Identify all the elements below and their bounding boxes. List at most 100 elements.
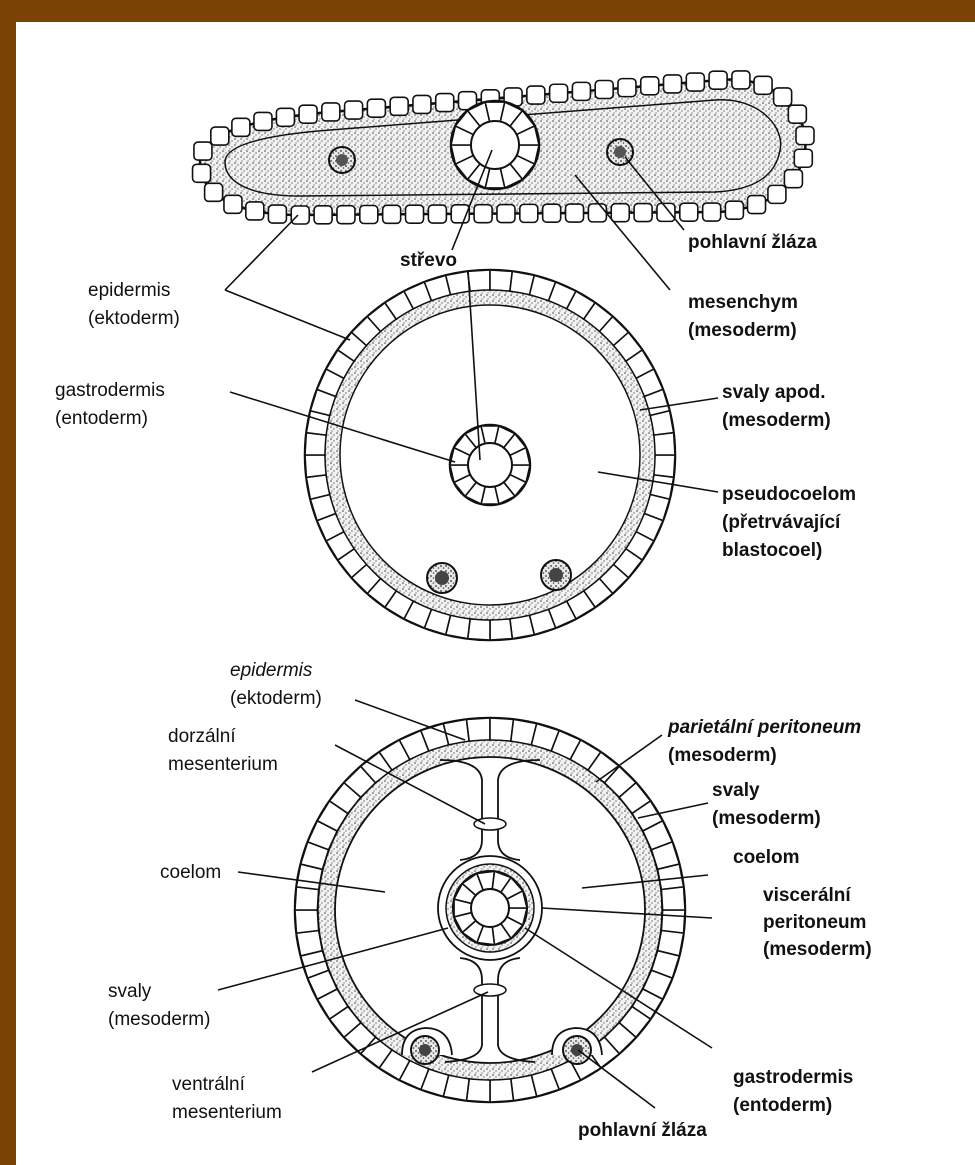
label-gastrodermis-bot-sub: (entoderm) — [733, 1095, 832, 1116]
epidermis-cell — [276, 108, 294, 126]
epidermis-cell — [661, 887, 685, 910]
label-epidermis-bot: epidermis — [230, 660, 313, 681]
epidermis-cell — [367, 99, 385, 117]
epidermis-cell — [654, 455, 675, 477]
diagram-panel: střevo pohlavní žláza epidermis (ektoder… — [16, 22, 975, 1165]
epidermis-cell — [490, 718, 514, 741]
epidermis-cell — [474, 205, 492, 223]
epidermis-cell — [658, 864, 684, 889]
label-visceralni: viscerální — [763, 885, 851, 906]
epidermis-cell — [784, 170, 802, 188]
epidermis-cell — [291, 206, 309, 224]
epidermis-cell — [709, 71, 727, 89]
epidermis-cell — [295, 887, 319, 910]
epidermis-cell — [796, 127, 814, 145]
epidermis-cell — [497, 205, 515, 223]
epidermis-cell — [618, 79, 636, 97]
epidermis-cell — [520, 204, 538, 222]
epidermis-cell — [428, 205, 446, 223]
label-strevo: střevo — [400, 250, 457, 271]
label-svaly-apod: svaly apod. — [722, 382, 826, 403]
epidermis-cell — [194, 142, 212, 160]
epidermis-cell — [768, 185, 786, 203]
body-plan-diagram: střevo pohlavní žláza epidermis (ektoder… — [16, 22, 975, 1165]
epidermis-cell — [732, 71, 750, 89]
epidermis-cell — [588, 204, 606, 222]
epidermis-cell — [527, 86, 545, 104]
acoelomate-section — [193, 71, 814, 224]
label-pseudocoelom-sub2: blastocoel) — [722, 540, 822, 561]
epidermis-cell — [566, 204, 584, 222]
epidermis-cell — [468, 619, 490, 640]
label-parietalni: parietální peritoneum — [667, 717, 861, 738]
label-epidermis-bot-sub: (ektoderm) — [230, 688, 322, 709]
epidermis-cell — [413, 95, 431, 113]
label-pohlavni-zlaza-bot: pohlavní žláza — [578, 1120, 707, 1141]
epidermis-cell — [468, 270, 490, 291]
epidermis-cell — [543, 204, 561, 222]
label-epidermis-top-sub: (ektoderm) — [88, 308, 180, 329]
epidermis-cell — [634, 204, 652, 222]
label-ventralni-sub: mesenterium — [172, 1102, 282, 1123]
epidermis-cell — [296, 930, 322, 955]
label-svaly-left: svaly — [108, 981, 152, 1002]
label-svaly-left-sub: (mesoderm) — [108, 1009, 210, 1030]
epidermis-cell — [725, 201, 743, 219]
label-visceralni-sub2: (mesoderm) — [763, 939, 872, 960]
epidermis-cell — [703, 203, 721, 221]
label-svaly-right-sub: (mesoderm) — [712, 808, 821, 829]
epidermis-cell — [774, 88, 792, 106]
epidermis-cell — [254, 112, 272, 130]
epidermis-cell — [641, 77, 659, 95]
label-dorzalni: dorzální — [168, 726, 236, 747]
label-ventralni: ventrální — [172, 1074, 246, 1095]
label-coelom-left: coelom — [160, 862, 221, 883]
epidermis-cell — [550, 84, 568, 102]
label-parietalni-sub: (mesoderm) — [668, 745, 777, 766]
label-gastrodermis-mid: gastrodermis — [55, 380, 165, 401]
label-mesenchym-sub: (mesoderm) — [688, 320, 797, 341]
epidermis-cell — [490, 619, 512, 640]
epidermis-cell — [305, 433, 326, 455]
epidermis-cell — [657, 203, 675, 221]
coelomate-section — [295, 718, 685, 1102]
label-dorzalni-sub: mesenterium — [168, 754, 278, 775]
epidermis-cell — [268, 205, 286, 223]
label-coelom-right: coelom — [733, 847, 800, 868]
label-pseudocoelom: pseudocoelom — [722, 484, 856, 505]
epidermis-cell — [390, 97, 408, 115]
label-svaly-right: svaly — [712, 780, 760, 801]
label-pohlavni-zlaza-top: pohlavní žláza — [688, 232, 817, 253]
epidermis-cell — [794, 149, 812, 167]
epidermis-cell — [490, 1079, 514, 1102]
label-visceralni-sub1: peritoneum — [763, 912, 866, 933]
label-mesenchym: mesenchym — [688, 292, 798, 313]
epidermis-cell — [224, 195, 242, 213]
label-gastrodermis-mid-sub: (entoderm) — [55, 408, 148, 429]
epidermis-cell — [595, 81, 613, 99]
label-epidermis-top: epidermis — [88, 280, 170, 301]
epidermis-cell — [436, 94, 454, 112]
epidermis-cell — [337, 206, 355, 224]
epidermis-cell — [466, 1079, 490, 1102]
epidermis-cell — [211, 127, 229, 145]
epidermis-cell — [664, 75, 682, 93]
epidermis-cell — [299, 105, 317, 123]
epidermis-cell — [611, 204, 629, 222]
epidermis-cell — [661, 910, 685, 933]
epidermis-cell — [748, 196, 766, 214]
epidermis-cell — [232, 118, 250, 136]
epidermis-cell — [322, 103, 340, 121]
epidermis-cell — [205, 183, 223, 201]
epidermis-cell — [680, 203, 698, 221]
epidermis-cell — [572, 82, 590, 100]
label-gastrodermis-bot: gastrodermis — [733, 1067, 853, 1088]
epidermis-cell — [490, 270, 512, 291]
epidermis-cell — [406, 205, 424, 223]
epidermis-cell — [654, 433, 675, 455]
epidermis-cell — [383, 205, 401, 223]
pseudocoelomate-section — [305, 270, 675, 640]
epidermis-cell — [314, 206, 332, 224]
epidermis-cell — [686, 73, 704, 91]
epidermis-cell — [788, 105, 806, 123]
